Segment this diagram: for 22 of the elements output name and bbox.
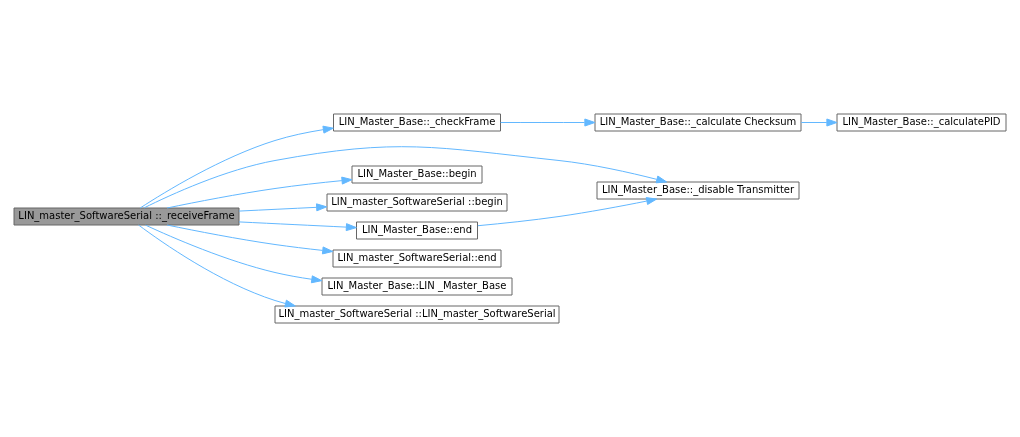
node-box: LIN_master_SoftwareSerial::end: [332, 249, 502, 268]
arrow: [143, 146, 668, 209]
node-box: LIN_Master_Base::_calculate Checksum: [594, 113, 802, 132]
arrow: [477, 197, 658, 227]
arrow: [238, 203, 328, 212]
arrow: [166, 224, 334, 255]
node-box: LIN_Master_Base::begin: [351, 165, 483, 184]
node-box: LIN_Master_Base::_calculatePID: [836, 113, 1007, 132]
node-box: LIN_Master_Base::_disable Transmitter: [596, 181, 800, 200]
node-box: LIN_Master_Base::LIN _Master_Base: [321, 277, 513, 296]
node-box: LIN_master_SoftwareSerial ::_receiveFrame: [13, 207, 240, 226]
node-box: LIN_master_SoftwareSerial ::LIN_master_SoftwareSerial: [274, 305, 560, 324]
arrow: [800, 118, 838, 127]
node-box: LIN_Master_Base::_checkFrame: [333, 113, 501, 132]
arrow: [238, 221, 357, 232]
arrow: [138, 224, 296, 308]
arrow: [139, 125, 334, 209]
arrow: [145, 224, 323, 284]
arrow: [500, 118, 596, 127]
node-box: LIN_master_SoftwareSerial ::begin: [326, 193, 508, 212]
node-box: LIN_Master_Base::end: [356, 221, 478, 240]
arrow: [166, 176, 353, 209]
